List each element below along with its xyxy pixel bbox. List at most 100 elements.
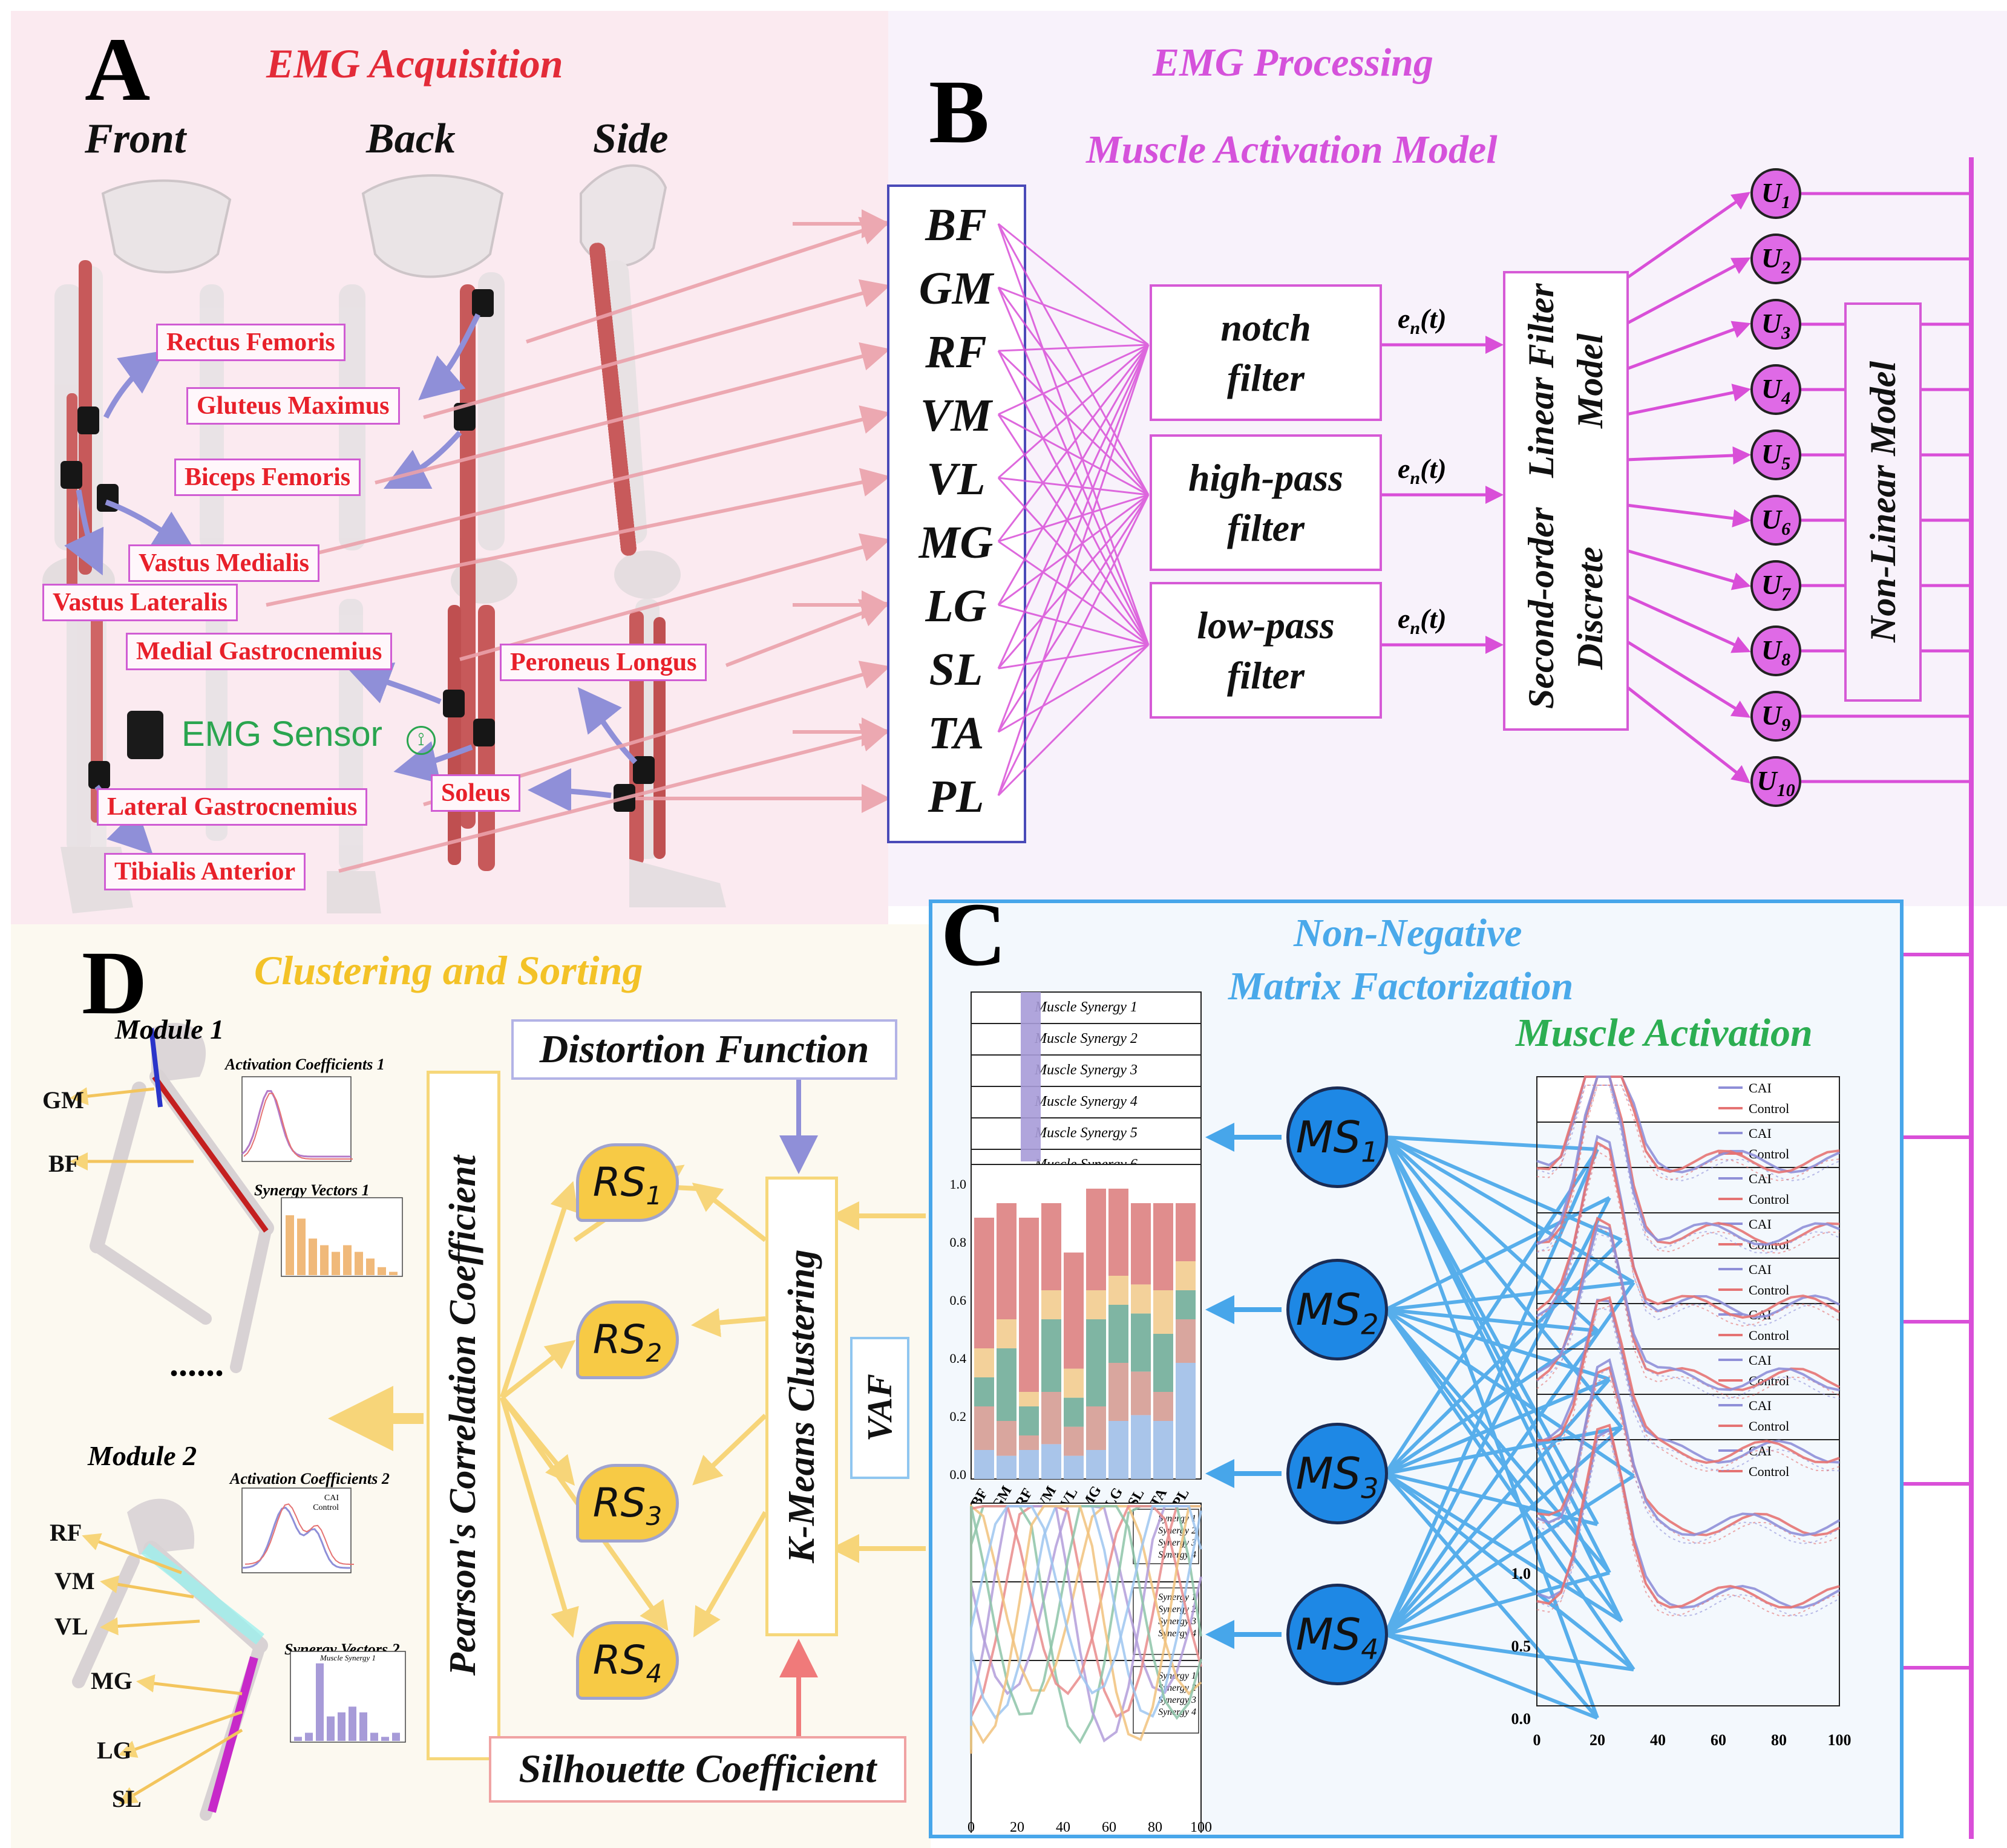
act-legend-cai: CAI — [1749, 1171, 1772, 1186]
panel-d-letter: D — [82, 933, 148, 1033]
m2-label-vm: VM — [54, 1567, 95, 1595]
low-pass-line2: filter — [1227, 654, 1305, 697]
muscle-activation-title: Muscle Activation — [1516, 1011, 1813, 1055]
muscle-label-peroneus-longus: Peroneus Longus — [500, 644, 707, 681]
mini-bar1-bar — [297, 1218, 306, 1275]
m2-label-sl: SL — [112, 1785, 142, 1812]
bar-segment — [1064, 1455, 1084, 1479]
notch-filter-line2: filter — [1227, 356, 1305, 399]
low-pass-line1: low-pass — [1197, 603, 1335, 647]
sensor-markers — [61, 289, 655, 812]
u-node-6: U6 — [1750, 495, 1801, 546]
act-curve-10 — [1536, 1141, 1840, 1319]
bar-segment — [1153, 1421, 1173, 1479]
act-legend-cai: CAI — [1749, 1262, 1772, 1277]
u-node-5: U5 — [1750, 429, 1801, 480]
panel-a-title: EMG Acquisition — [266, 41, 563, 87]
mini-bar2-frame — [290, 1651, 406, 1743]
act-ytick: 0.0 — [1511, 1710, 1531, 1728]
synergy-strip-title-5: Muscle Synergy 5 — [1034, 1125, 1138, 1141]
bar-segment — [1086, 1290, 1106, 1319]
mini-bar2-bar — [338, 1712, 345, 1741]
act-coef-2-title: Activation Coefficients 2 — [230, 1470, 390, 1487]
synergy-strip-title-1: Muscle Synergy 1 — [1034, 999, 1138, 1015]
panel-c-letter: C — [941, 884, 1007, 985]
act-curve-band-13 — [1536, 1367, 1840, 1545]
muscle-label-biceps-femoris: Biceps Femoris — [174, 459, 361, 496]
act-xtick: 0 — [1533, 1731, 1541, 1748]
mini-bar2-bar — [305, 1732, 313, 1741]
bar-segment — [1086, 1450, 1106, 1479]
channel-label-gm: GM — [918, 263, 994, 314]
line-series-9 — [970, 1505, 1201, 1754]
syn-vec-1-title: Synergy Vectors 1 — [254, 1181, 370, 1199]
line-legend-box-3 — [1133, 1666, 1199, 1734]
rs-node-3: RS3 — [576, 1464, 679, 1543]
channel-label-vl: VL — [926, 454, 986, 504]
bar-ytick: 0.0 — [950, 1467, 967, 1482]
line-xtick: 100 — [1190, 1820, 1212, 1833]
bar-segment — [1131, 1284, 1151, 1314]
m2-label-lg: LG — [97, 1737, 132, 1764]
line-xtick: 80 — [1148, 1820, 1162, 1833]
act-curve-7 — [1536, 1428, 1840, 1609]
bar-segment — [1176, 1363, 1196, 1479]
act-curve-band-3 — [1536, 1144, 1840, 1327]
muscle-label-vastus-medialis: Vastus Medialis — [128, 544, 320, 582]
rs-node-1: RS1 — [576, 1143, 679, 1222]
mini-bar2-bar — [370, 1732, 378, 1741]
module-1-label: Module 1 — [115, 1014, 224, 1045]
bar-segment — [1153, 1392, 1173, 1421]
muscle-label-tibialis-anterior: Tibialis Anterior — [104, 853, 306, 890]
act-curve-band-1 — [1536, 1085, 1840, 1181]
u-node-2: U2 — [1750, 233, 1801, 284]
act-curve-2 — [1536, 1076, 1840, 1246]
bar-segment — [1041, 1392, 1061, 1445]
line-legend-label: Synergy 2 — [1158, 1604, 1196, 1615]
mini-bar2-bar — [349, 1706, 356, 1741]
u-node-10: U10 — [1750, 756, 1801, 807]
synergy-strip-title-2: Muscle Synergy 2 — [1034, 1031, 1138, 1046]
act-ytick: 0.5 — [1511, 1637, 1531, 1655]
bar-segment — [1019, 1435, 1039, 1450]
mini-bar1-bar — [389, 1272, 398, 1275]
muscle-label-lateral-gastrocnemius: Lateral Gastrocnemius — [97, 788, 368, 826]
channel-label-rf: RF — [925, 327, 987, 377]
pearson-coefficient-box: Pearson's Correlation Coefficient — [427, 1071, 500, 1760]
act-legend-control: Control — [1749, 1282, 1789, 1298]
rs-node-4: RS4 — [576, 1621, 679, 1700]
bar-ytick: 0.4 — [950, 1351, 967, 1366]
panel-b-background — [888, 11, 2007, 906]
bar-segment — [1064, 1368, 1084, 1398]
muscle-label-medial-gastrocnemius: Medial Gastrocnemius — [126, 633, 393, 670]
bar-segment — [1041, 1203, 1061, 1290]
act-legend-cai: CAI — [1749, 1353, 1772, 1368]
module-1-figure — [70, 1023, 274, 1373]
line-xtick: 0 — [967, 1820, 975, 1833]
bar-segment — [1176, 1290, 1196, 1319]
bar-segment — [974, 1450, 994, 1479]
bar-segment — [974, 1348, 994, 1377]
u-node-4: U4 — [1750, 364, 1801, 415]
bar-segment — [1019, 1218, 1039, 1392]
bar-segment — [1176, 1261, 1196, 1290]
panel-b-letter: B — [929, 62, 990, 162]
act-frame-9 — [1536, 1439, 1840, 1706]
mini-bar1-bar — [366, 1258, 375, 1275]
view-front: Front — [85, 116, 186, 162]
ms-node-4: MS4 — [1286, 1584, 1388, 1685]
channel-label-sl: SL — [929, 644, 983, 695]
ms-activation-web — [1384, 1135, 1635, 1720]
view-side: Side — [593, 116, 669, 162]
u-node-3: U3 — [1750, 299, 1801, 350]
act-legend-control: Control — [1749, 1101, 1789, 1116]
muscle-label-gluteus-maximus: Gluteus Maximus — [186, 387, 400, 425]
mini-bar2-bar — [381, 1737, 389, 1741]
bar-segment — [1086, 1189, 1106, 1290]
panel-a-letter: A — [85, 19, 151, 120]
linear-model-line1: Second-order Discrete — [1521, 507, 1610, 710]
bar-segment — [1176, 1319, 1196, 1363]
bar-segment — [1064, 1397, 1084, 1427]
act-curve-band-8 — [1536, 1085, 1840, 1181]
